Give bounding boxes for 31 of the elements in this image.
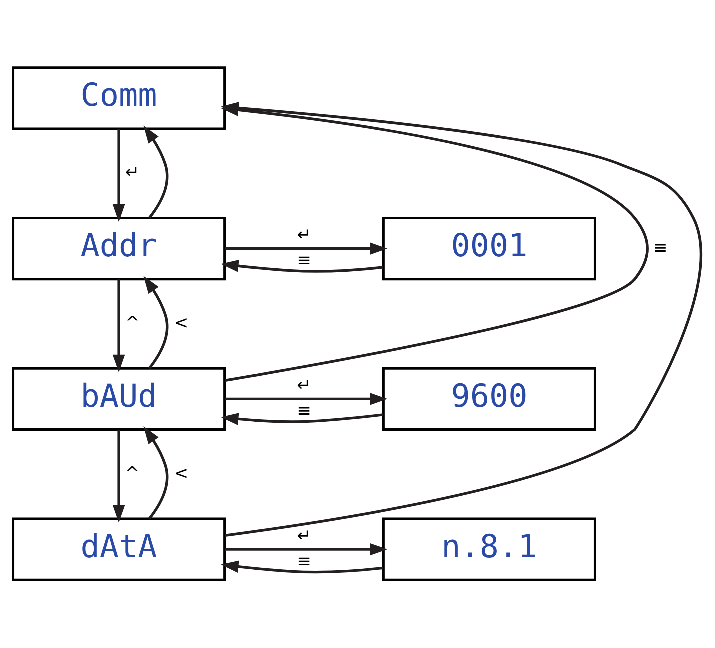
edge-label: < [174, 464, 189, 484]
edge-label: ≡ [653, 238, 668, 258]
edge-label: ^ [125, 314, 140, 334]
node-box: 9600 [382, 367, 596, 431]
arrow [112, 280, 126, 372]
arrow [112, 430, 126, 523]
arrow [112, 129, 126, 222]
edge-label: ↵ [125, 163, 140, 184]
edge-label: ≡ [297, 552, 312, 572]
arrow [221, 260, 384, 273]
edge-label: ≡ [297, 402, 312, 422]
arrow [221, 560, 384, 574]
node-box: bAUd [12, 367, 226, 431]
node-box: Addr [12, 217, 226, 281]
arrow [144, 126, 169, 219]
edge-label: < [174, 314, 189, 334]
edge-label: ↵ [297, 376, 312, 396]
arrow [221, 413, 384, 426]
edge-label: ≡ [297, 251, 312, 272]
arrow [225, 393, 388, 406]
node-box: 0001 [382, 217, 596, 281]
edge-label: ↵ [297, 226, 312, 246]
arrow [144, 426, 169, 520]
arrow [144, 276, 169, 370]
node-box: Comm [12, 66, 226, 130]
edge-label: ↵ [297, 526, 312, 546]
node-box: dAtA [12, 518, 226, 582]
node-box: n.8.1 [382, 518, 596, 582]
arrow [225, 242, 388, 255]
edge-label: ^ [125, 464, 140, 484]
arrow [225, 543, 388, 556]
